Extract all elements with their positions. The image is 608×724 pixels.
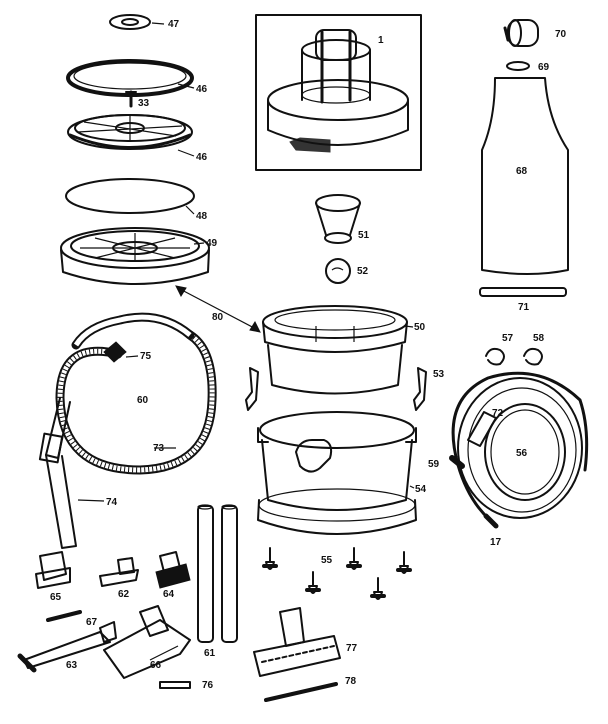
part-49-filter-housing <box>60 227 210 285</box>
callout-47: 47 <box>168 19 180 30</box>
part-60-hose <box>55 312 217 475</box>
part-65-nozzle-tool <box>35 551 71 589</box>
callout-58: 58 <box>533 333 545 344</box>
part-76-squeegee <box>159 681 191 689</box>
callout-71: 71 <box>518 302 530 313</box>
callout-74: 74 <box>106 497 118 508</box>
part-33-screw <box>125 90 137 108</box>
part-66-floor-tool <box>103 605 191 679</box>
callout-65: 65 <box>50 592 62 603</box>
callout-55: 55 <box>321 555 333 566</box>
part-1-motor-head <box>255 14 422 171</box>
part-77-floor-nozzle <box>253 607 341 677</box>
part-55-casters <box>262 547 412 600</box>
callout-51: 51 <box>358 230 370 241</box>
callout-72: 72 <box>492 408 504 419</box>
callout-80: 80 <box>212 312 224 323</box>
callout-59: 59 <box>428 459 440 470</box>
callout-78: 78 <box>345 676 357 687</box>
part-64-dusting-brush <box>155 551 191 589</box>
part-78-squeegee-strip <box>264 682 338 702</box>
callout-69: 69 <box>538 62 550 73</box>
callout-52: 52 <box>357 266 369 277</box>
callout-60: 60 <box>137 395 149 406</box>
callout-33: 33 <box>138 98 150 109</box>
callout-61: 61 <box>204 648 216 659</box>
part-80-arrows <box>175 285 261 333</box>
part-67-strip <box>46 610 82 622</box>
part-46-gasket <box>66 59 194 97</box>
callout-46b: 46 <box>196 152 208 163</box>
callout-53: 53 <box>433 369 445 380</box>
callout-56: 56 <box>516 448 528 459</box>
part-59-plug <box>449 455 465 469</box>
part-51-nozzle <box>315 194 361 244</box>
part-62-upholstery-tool <box>99 557 139 587</box>
part-72-hose-end <box>467 411 497 447</box>
callout-17: 17 <box>490 537 502 548</box>
part-45-filter-cage <box>67 114 193 150</box>
callout-68: 68 <box>516 166 528 177</box>
callout-64: 64 <box>163 589 175 600</box>
part-57-clip <box>485 347 505 366</box>
callout-62: 62 <box>118 589 130 600</box>
part-53-latch <box>245 367 427 411</box>
callout-77: 77 <box>346 643 358 654</box>
callout-50: 50 <box>414 322 426 333</box>
part-71-bag-clip <box>479 287 567 297</box>
callout-1: 1 <box>378 35 384 46</box>
callout-66: 66 <box>150 660 162 671</box>
part-50-upper-tank <box>262 305 408 395</box>
part-75-hose-cuff <box>103 341 127 363</box>
part-17-power-cord <box>451 371 589 529</box>
callout-70: 70 <box>555 29 567 40</box>
callout-76: 76 <box>202 680 214 691</box>
part-63-crevice-tool <box>17 621 117 673</box>
callout-57: 57 <box>502 333 514 344</box>
part-52-float-ball <box>325 258 351 284</box>
callout-leaders <box>77 22 415 502</box>
part-74-wand <box>38 397 77 549</box>
callout-49: 49 <box>206 238 218 249</box>
part-68-bag <box>481 77 569 275</box>
callout-46a: 46 <box>196 84 208 95</box>
callout-63: 63 <box>66 660 78 671</box>
part-56-hose-coil <box>457 377 583 519</box>
callout-75: 75 <box>140 351 152 362</box>
part-70-bag-fitting <box>503 19 539 47</box>
part-47-washer <box>109 14 151 30</box>
part-54-tank <box>257 411 417 535</box>
part-69-bag-ring <box>506 61 530 71</box>
callout-54: 54 <box>415 484 427 495</box>
part-61-extension-wands <box>197 504 238 643</box>
callout-67: 67 <box>86 617 98 628</box>
callout-48: 48 <box>196 211 208 222</box>
part-58-clip <box>523 347 543 366</box>
part-48-filter-disc <box>65 178 195 214</box>
